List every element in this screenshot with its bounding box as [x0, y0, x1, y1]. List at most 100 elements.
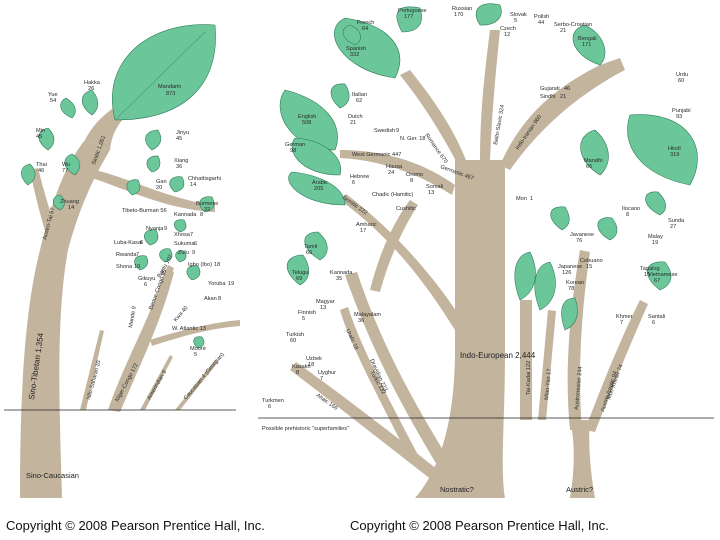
sino-caucasian-label: Sino-Caucasian: [26, 471, 79, 480]
cebuano-value: 15: [586, 264, 592, 270]
west-germanic-label: West Germanic 447: [352, 152, 401, 158]
right-extra-leaf-1: [646, 192, 666, 215]
shona-label: Shona: [116, 264, 133, 270]
khmer-value: 7: [620, 320, 623, 326]
yoruba-label: Yoruba: [208, 281, 226, 287]
sunda-value: 27: [670, 224, 676, 230]
moore-value: 5: [194, 352, 197, 358]
italian-leaf: [331, 84, 349, 108]
mande-label: Mande 9: [128, 306, 138, 328]
igbo-value: 18: [214, 262, 220, 268]
marathi-leaf: [581, 130, 609, 175]
turkmen-label: Turkmen: [262, 398, 284, 404]
chadic-label: Chadic (Hamitic): [372, 192, 413, 198]
w-atlantic-label: W. Atlantic 13: [172, 326, 206, 332]
amerindian-label: Amerindian 9: [147, 369, 169, 401]
sukuma-label: Sukuma: [174, 241, 195, 247]
spanish-value: 332: [350, 52, 359, 58]
moore-label: Mooré: [190, 346, 206, 352]
french-value: 64: [362, 26, 368, 32]
cushitic-label: Cushitic: [396, 206, 416, 212]
semitic-label: Semitic 222: [341, 195, 368, 217]
korean-leaf: [515, 252, 536, 300]
zhuang-value: 14: [68, 205, 74, 211]
bengali-value: 171: [582, 42, 591, 48]
zulu-label: Zulu: [178, 250, 189, 256]
mon-label: Mon: [516, 196, 527, 202]
sukuma-value: 6: [194, 241, 197, 247]
malay-value: 19: [652, 240, 658, 246]
zulu-value: 9: [192, 250, 195, 256]
luba-kasai-value: 6: [140, 240, 143, 246]
tai-kadai-branch: [520, 300, 532, 420]
russian-value: 170: [454, 12, 463, 18]
igbo-label: Igbo (Ibo): [188, 262, 212, 268]
left-tree: Mandarin 873 Hakka 26 Yue 54 Min 45 Wu 7…: [4, 25, 240, 498]
tibeto-burman-label: Tibeto-Burman 56: [122, 208, 167, 214]
vietnamese-value: 67: [654, 278, 660, 284]
kwa-label: Kwa 40: [173, 305, 190, 323]
kannada-left-value: 8: [200, 212, 203, 218]
finnish-value: 5: [302, 316, 305, 322]
urdu-value: 60: [678, 78, 684, 84]
nyanja-value: 9: [164, 226, 167, 232]
xiang-leaf: [147, 156, 160, 172]
hebrew-value: 6: [352, 180, 355, 186]
bantu-leaf-1: [144, 230, 158, 245]
tagalog-value: 15: [644, 272, 650, 278]
right-tree: Portuguese 177 French 64 Spanish 332 Ita…: [258, 4, 714, 498]
russian-leaf: [476, 4, 501, 25]
caucasian-label: Caucasian 4 (Georgian): [183, 352, 226, 401]
japanese-value: 126: [562, 270, 571, 276]
ilocano-label: Ilocano: [622, 206, 640, 212]
kazakh-label: Kazakh: [292, 364, 311, 370]
turkish-value: 60: [290, 338, 296, 344]
swedish-value: 9: [396, 128, 399, 134]
tamil-value: 66: [306, 250, 312, 256]
chhattisgarhi-value: 14: [190, 182, 196, 188]
romance-branch: [400, 70, 466, 165]
javanese-leaf: [551, 207, 570, 230]
rwanda-value: 7: [136, 252, 139, 258]
yoruba-value: 19: [228, 281, 234, 287]
gujarati-value: 46: [564, 86, 570, 92]
somali-value: 13: [428, 190, 434, 196]
dutch-value: 21: [350, 120, 356, 126]
malayalam-value: 36: [358, 318, 364, 324]
copyright-left: Copyright © 2008 Pearson Prentice Hall, …: [6, 518, 265, 533]
khmer-label: Khmer: [616, 314, 633, 320]
ilocano-value: 8: [626, 212, 629, 218]
superfamilies-note: Possible prehistoric "superfamilies": [262, 426, 349, 432]
arabic-value: 205: [314, 186, 323, 192]
wu-value: 77: [62, 168, 68, 174]
austric-label: Austric?: [566, 485, 593, 494]
hindi-leaf: [628, 115, 698, 185]
mon-value: 1: [530, 196, 533, 202]
punjabi-value: 93: [676, 114, 682, 120]
tai-kadai-label: Tai-Kadai 122: [526, 361, 532, 395]
kannada-leaf: [174, 220, 186, 232]
vietnamese-label: Vietnamese: [648, 272, 677, 278]
akan-value: 8: [218, 296, 221, 302]
min-value: 45: [36, 134, 42, 140]
akan-label: Akan: [204, 296, 217, 302]
thai-value: 46: [38, 168, 44, 174]
mandarin-label: Mandarin: [158, 84, 181, 90]
portuguese-value: 177: [404, 14, 413, 20]
marathi-value: 66: [586, 164, 592, 170]
left-trunk: [20, 140, 110, 498]
hakka-value: 26: [88, 86, 94, 92]
czech-value: 12: [504, 32, 510, 38]
uyghur-value: 7: [320, 376, 323, 382]
swedish-label: Swedish: [374, 128, 395, 134]
hakka-leaf: [82, 90, 98, 115]
finnish-label: Finnish: [298, 310, 316, 316]
jinyu-value: 45: [176, 136, 182, 142]
gujarati-label: Gujarati: [540, 86, 560, 92]
oromo-value: 8: [410, 178, 413, 184]
english-value: 508: [302, 120, 311, 126]
indo-european-label: Indo-European 2,444: [460, 351, 536, 360]
oromo-label: Oromo: [406, 172, 423, 178]
telugu-value: 69: [296, 276, 302, 282]
